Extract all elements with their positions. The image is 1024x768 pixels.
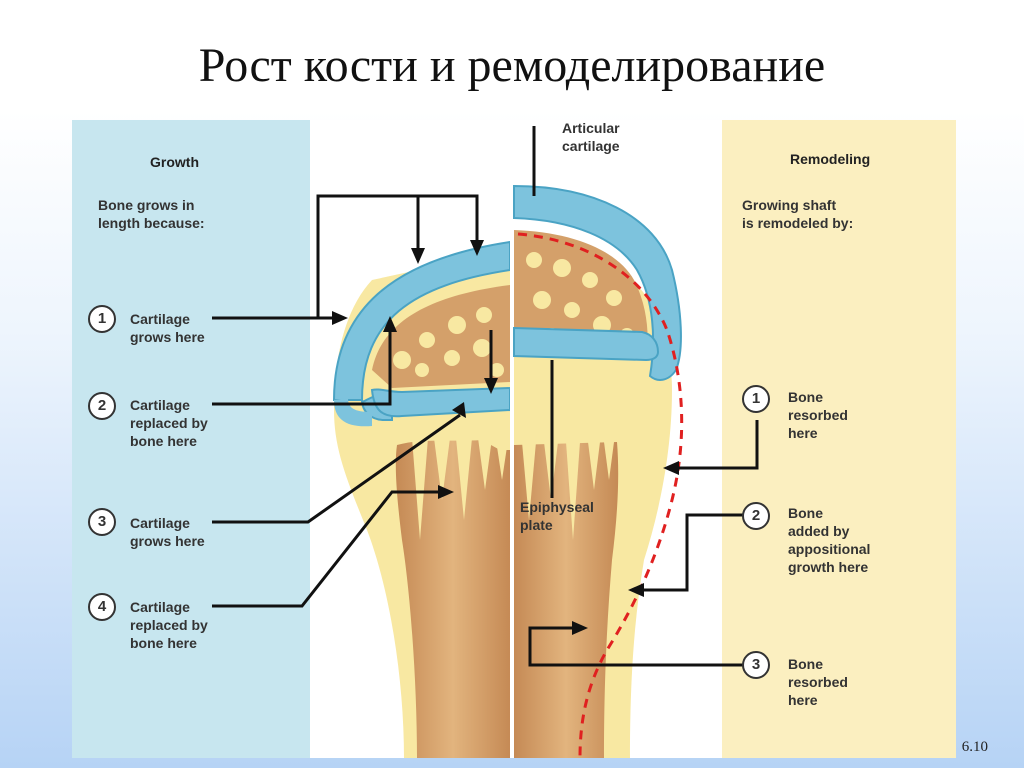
remodeling-step-2-number: 2 — [742, 502, 770, 530]
remodeling-step-3-number: 3 — [742, 651, 770, 679]
slide-title: Рост кости и ремоделирование — [198, 39, 826, 92]
bone-illustration — [212, 126, 759, 758]
resorption-line — [517, 232, 684, 758]
remodeling-heading: Remodeling — [790, 151, 871, 167]
growth-step-2-number: 2 — [88, 392, 116, 420]
growth-step-4-number: 4 — [88, 593, 116, 621]
slide-number: 6.10 — [961, 739, 988, 755]
growth-heading: Growth — [150, 154, 199, 170]
left-bone-half — [332, 240, 511, 758]
growth-panel — [72, 120, 310, 758]
growth-step-1-number: 1 — [88, 305, 116, 333]
growth-step-3-number: 3 — [88, 508, 116, 536]
remodeling-step-1-number: 1 — [742, 385, 770, 413]
